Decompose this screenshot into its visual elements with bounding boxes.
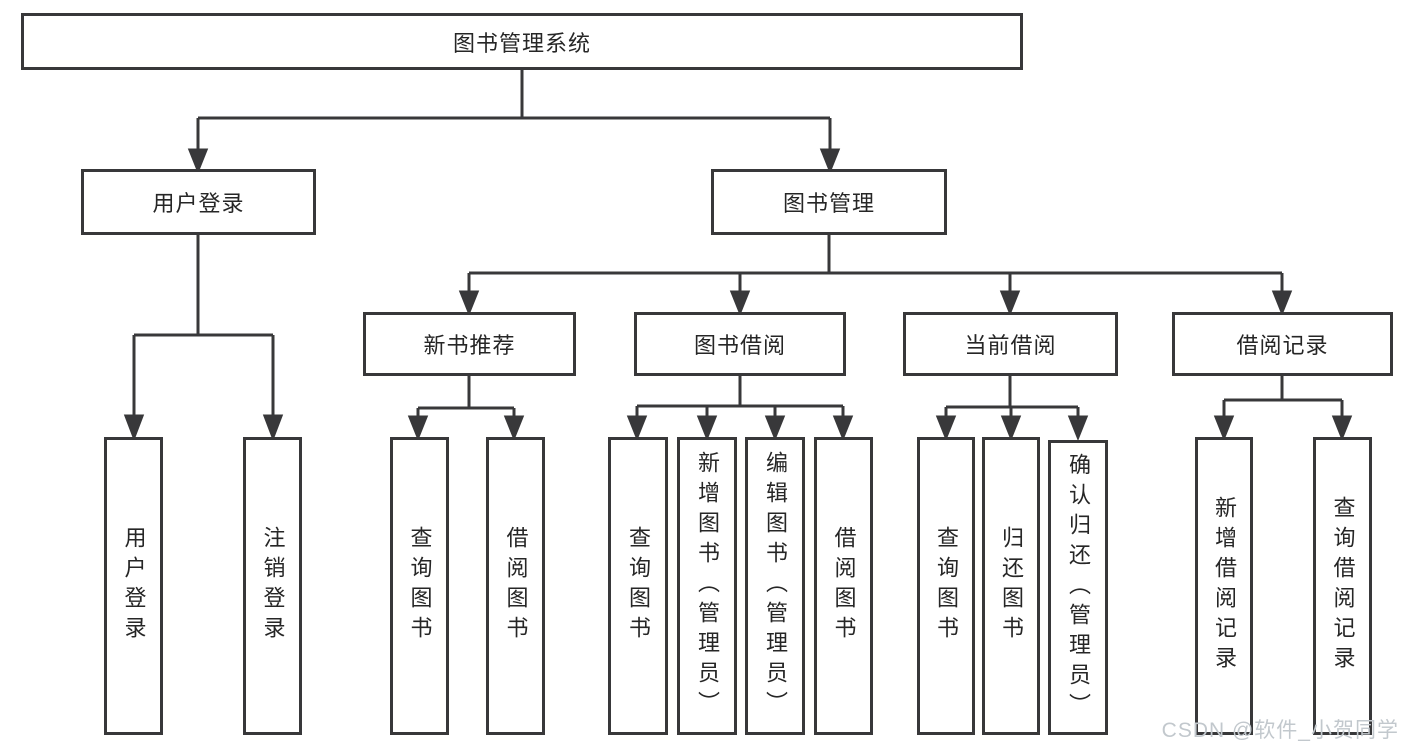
node-library-system: 图书管理系统 <box>21 13 1023 70</box>
leaf-newbook-query-books-label: 查询图书 <box>407 526 433 646</box>
leaf-current-confirm-return-admin: 确认归还（管理员） <box>1048 440 1108 735</box>
node-borrow-records: 借阅记录 <box>1172 312 1393 376</box>
leaf-newbook-borrow-books-label: 借阅图书 <box>503 526 529 646</box>
connector-new-book-children <box>407 376 525 442</box>
leaf-newbook-borrow-books: 借阅图书 <box>486 437 545 735</box>
leaf-logout-label: 注销登录 <box>260 526 286 646</box>
node-new-book-recommend: 新书推荐 <box>363 312 576 376</box>
leaf-records-add-borrow-record: 新增借阅记录 <box>1195 437 1253 735</box>
node-library-system-label: 图书管理系统 <box>452 30 591 56</box>
leaf-logout: 注销登录 <box>243 437 302 735</box>
leaf-current-query-books-label: 查询图书 <box>934 526 959 646</box>
csdn-watermark: CSDN @软件_小贺同学 <box>1161 719 1399 742</box>
leaf-user-login: 用户登录 <box>104 437 163 735</box>
leaf-current-return-books: 归还图书 <box>982 437 1040 735</box>
node-user-login: 用户登录 <box>81 169 316 235</box>
leaf-current-confirm-return-admin-label: 确认归还（管理员） <box>1066 452 1091 723</box>
leaf-borrowing-add-books-admin: 新增图书（管理员） <box>677 437 737 735</box>
leaf-borrowing-borrow-books: 借阅图书 <box>814 437 873 735</box>
leaf-borrowing-add-books-admin-label: 新增图书（管理员） <box>695 451 720 721</box>
connector-root-to-level2 <box>187 70 841 175</box>
connector-borrow-records-children <box>1213 376 1353 442</box>
connector-book-management-children <box>458 235 1293 317</box>
node-book-management: 图书管理 <box>711 169 947 235</box>
node-user-login-label: 用户登录 <box>152 191 245 216</box>
node-book-borrowing: 图书借阅 <box>634 312 846 376</box>
node-current-borrowing: 当前借阅 <box>903 312 1118 376</box>
connector-current-borrowing-children <box>935 376 1089 442</box>
leaf-current-query-books: 查询图书 <box>917 437 975 735</box>
connector-user-login-children <box>123 235 284 442</box>
leaf-records-add-borrow-record-label: 新增借阅记录 <box>1212 496 1237 676</box>
node-book-borrowing-label: 图书借阅 <box>693 333 786 358</box>
leaf-borrowing-query-books-label: 查询图书 <box>626 526 651 646</box>
node-current-borrowing-label: 当前借阅 <box>964 333 1057 358</box>
leaf-current-return-books-label: 归还图书 <box>999 526 1024 646</box>
leaf-records-query-borrow-record-label: 查询借阅记录 <box>1330 496 1356 676</box>
node-new-book-recommend-label: 新书推荐 <box>423 333 516 358</box>
leaf-borrowing-borrow-books-label: 借阅图书 <box>831 526 857 646</box>
leaf-borrowing-query-books: 查询图书 <box>608 437 668 735</box>
node-book-management-label: 图书管理 <box>782 191 875 216</box>
leaf-borrowing-edit-books-admin-label: 编辑图书（管理员） <box>763 451 788 721</box>
leaf-newbook-query-books: 查询图书 <box>390 437 449 735</box>
node-borrow-records-label: 借阅记录 <box>1236 333 1329 358</box>
leaf-records-query-borrow-record: 查询借阅记录 <box>1313 437 1372 735</box>
connector-book-borrowing-children <box>626 376 854 442</box>
leaf-borrowing-edit-books-admin: 编辑图书（管理员） <box>745 437 805 735</box>
leaf-user-login-label: 用户登录 <box>121 526 147 646</box>
